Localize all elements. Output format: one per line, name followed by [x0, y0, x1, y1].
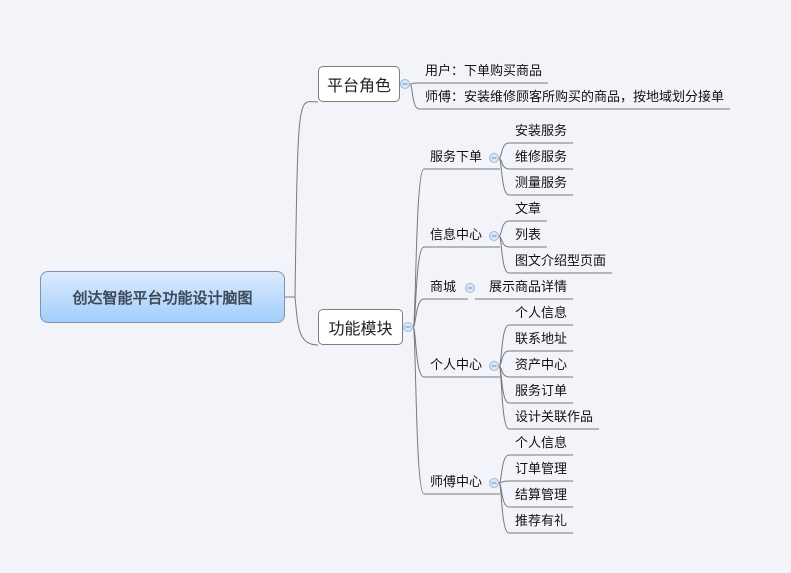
leaf-topic[interactable]: 推荐有礼 [515, 514, 568, 529]
subtopic-connector [412, 298, 425, 328]
subtopic-connector [409, 83, 420, 110]
leaf-topic[interactable]: 列表 [515, 228, 542, 243]
subtopic-connector [412, 326, 425, 378]
leaf-connector [498, 324, 510, 367]
leaf-topic[interactable]: 设计关联作品 [515, 410, 594, 425]
leaf-connector [498, 142, 510, 159]
leaf-topic[interactable]: 图文介绍型页面 [515, 254, 607, 269]
leaf-connector [498, 157, 510, 196]
subtopic[interactable]: 师傅：安装维修顾客所购买的商品，按地域划分接单 [425, 90, 725, 105]
leaf-topic[interactable]: 资产中心 [515, 358, 568, 373]
leaf-topic[interactable]: 文章 [515, 202, 542, 217]
leaf-connector [498, 365, 510, 430]
branch-connector [294, 101, 319, 298]
leaf-topic[interactable]: 个人信息 [515, 306, 568, 321]
branch-connector [294, 296, 319, 346]
subtopic[interactable]: 服务下单 [430, 150, 483, 165]
subtopic-connector [412, 246, 425, 328]
branch-topic[interactable]: 功能模块 [318, 309, 403, 345]
subtopic[interactable]: 商城 [430, 280, 457, 295]
subtopic[interactable]: 用户：下单购买商品 [425, 64, 543, 79]
leaf-topic[interactable]: 个人信息 [515, 436, 568, 451]
subtopic-connector [412, 326, 425, 495]
leaf-connector [498, 482, 510, 534]
leaf-connector [498, 220, 510, 237]
subtopic-connector [409, 82, 420, 85]
leaf-connector [498, 480, 510, 484]
root-topic[interactable]: 创达智能平台功能设计脑图 [40, 271, 285, 323]
subtopic[interactable]: 信息中心 [430, 228, 483, 243]
leaf-topic[interactable]: 维修服务 [515, 150, 568, 165]
leaf-connector [498, 454, 510, 484]
leaf-topic[interactable]: 安装服务 [515, 124, 568, 139]
leaf-topic[interactable]: 订单管理 [515, 462, 568, 477]
leaf-topic[interactable]: 展示商品详情 [489, 280, 568, 295]
subtopic[interactable]: 个人中心 [430, 358, 483, 373]
leaf-topic[interactable]: 结算管理 [515, 488, 568, 503]
branch-topic[interactable]: 平台角色 [318, 66, 400, 102]
leaf-topic[interactable]: 服务订单 [515, 384, 568, 399]
subtopic[interactable]: 师傅中心 [430, 475, 483, 490]
leaf-connector [498, 235, 510, 274]
leaf-topic[interactable]: 测量服务 [515, 176, 568, 191]
leaf-connector [498, 350, 510, 367]
leaf-topic[interactable]: 联系地址 [515, 332, 568, 347]
